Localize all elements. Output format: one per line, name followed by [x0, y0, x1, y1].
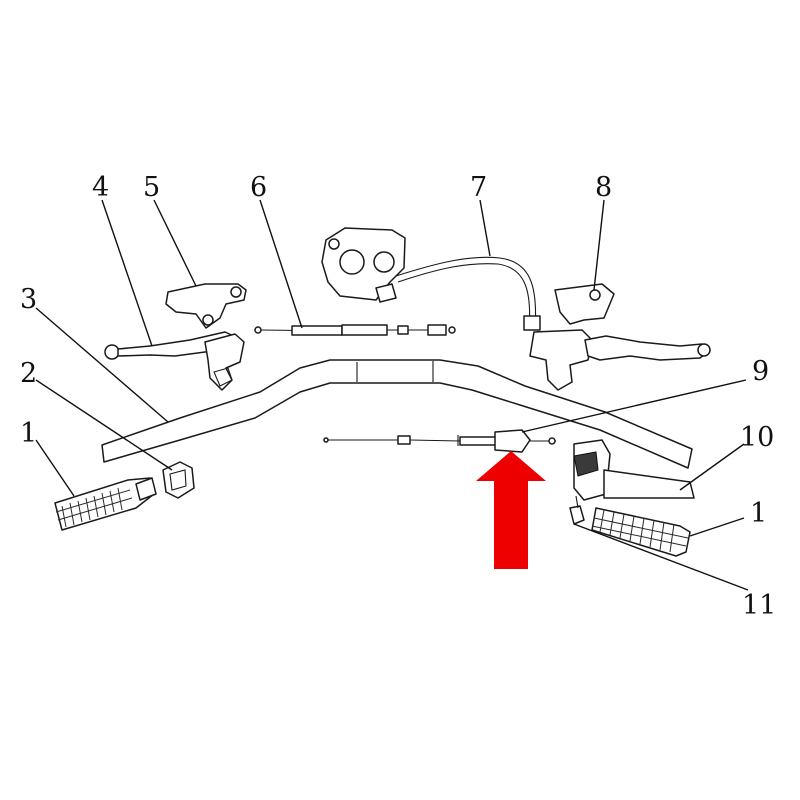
leader-lines: [35, 199, 749, 591]
throttle-housing-part-10: [573, 439, 695, 501]
left-grip-hatching: [55, 487, 133, 528]
callout-11: 11: [742, 590, 776, 621]
callout-1-left: 1: [20, 418, 37, 449]
left-grip-part-1: [54, 477, 157, 531]
highlight-arrow: [476, 451, 546, 569]
left-switch-part-2: [162, 461, 195, 499]
lever-bracket-part-5: [165, 283, 247, 329]
small-switch-part-11: [569, 495, 585, 525]
callout-3: 3: [20, 284, 37, 315]
clutch-lever-part-4: [104, 331, 245, 391]
clutch-cable-part-6: [254, 324, 456, 336]
callout-4: 4: [92, 172, 109, 203]
throttle-cable-part-9: [323, 429, 556, 453]
callout-9: 9: [752, 356, 769, 387]
callout-labels: 1 2 3 4 5 6 7 8 9 10 1 11: [20, 172, 776, 621]
callout-10: 10: [740, 422, 774, 453]
callout-5: 5: [143, 172, 160, 203]
callout-6: 6: [250, 172, 267, 203]
brake-caliper-hose-part-7: [321, 227, 541, 331]
handlebar-part-3: [101, 359, 693, 469]
brake-master-cylinder-part-8: [529, 283, 711, 391]
callout-7: 7: [470, 172, 487, 203]
right-grip-part-1: [591, 507, 691, 557]
right-grip-hatching: [591, 509, 689, 553]
callout-8: 8: [595, 172, 612, 203]
callout-2: 2: [20, 358, 37, 389]
callout-1-right: 1: [750, 498, 767, 529]
